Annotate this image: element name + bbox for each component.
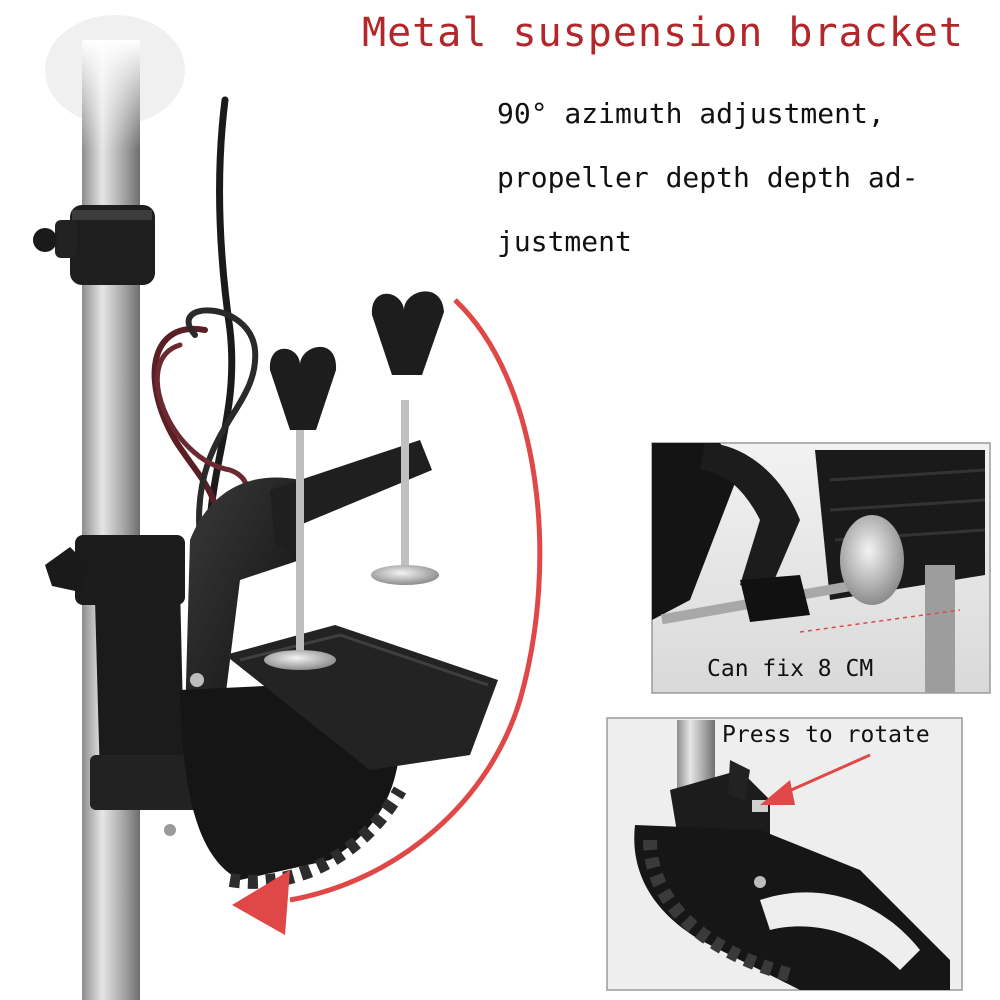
feature-line-3: justment bbox=[497, 225, 632, 258]
inset-clamp-detail bbox=[651, 442, 991, 694]
c-clamp bbox=[264, 291, 444, 670]
inset-rotate-detail bbox=[606, 717, 963, 991]
feature-description: 90° azimuth adjustment, propeller depth … bbox=[497, 82, 977, 274]
motor-shaft bbox=[82, 40, 140, 1000]
lower-collar bbox=[45, 535, 185, 605]
clamp-capacity-label: Can fix 8 CM bbox=[707, 656, 874, 682]
feature-line-2: propeller depth depth ad- bbox=[497, 161, 919, 194]
feature-line-1: 90° azimuth adjustment, bbox=[497, 97, 885, 130]
product-title: Metal suspension bracket bbox=[362, 10, 964, 56]
rotation-arrow bbox=[232, 298, 543, 935]
upper-collar bbox=[33, 205, 155, 285]
rotate-hint-label: Press to rotate bbox=[722, 722, 930, 748]
